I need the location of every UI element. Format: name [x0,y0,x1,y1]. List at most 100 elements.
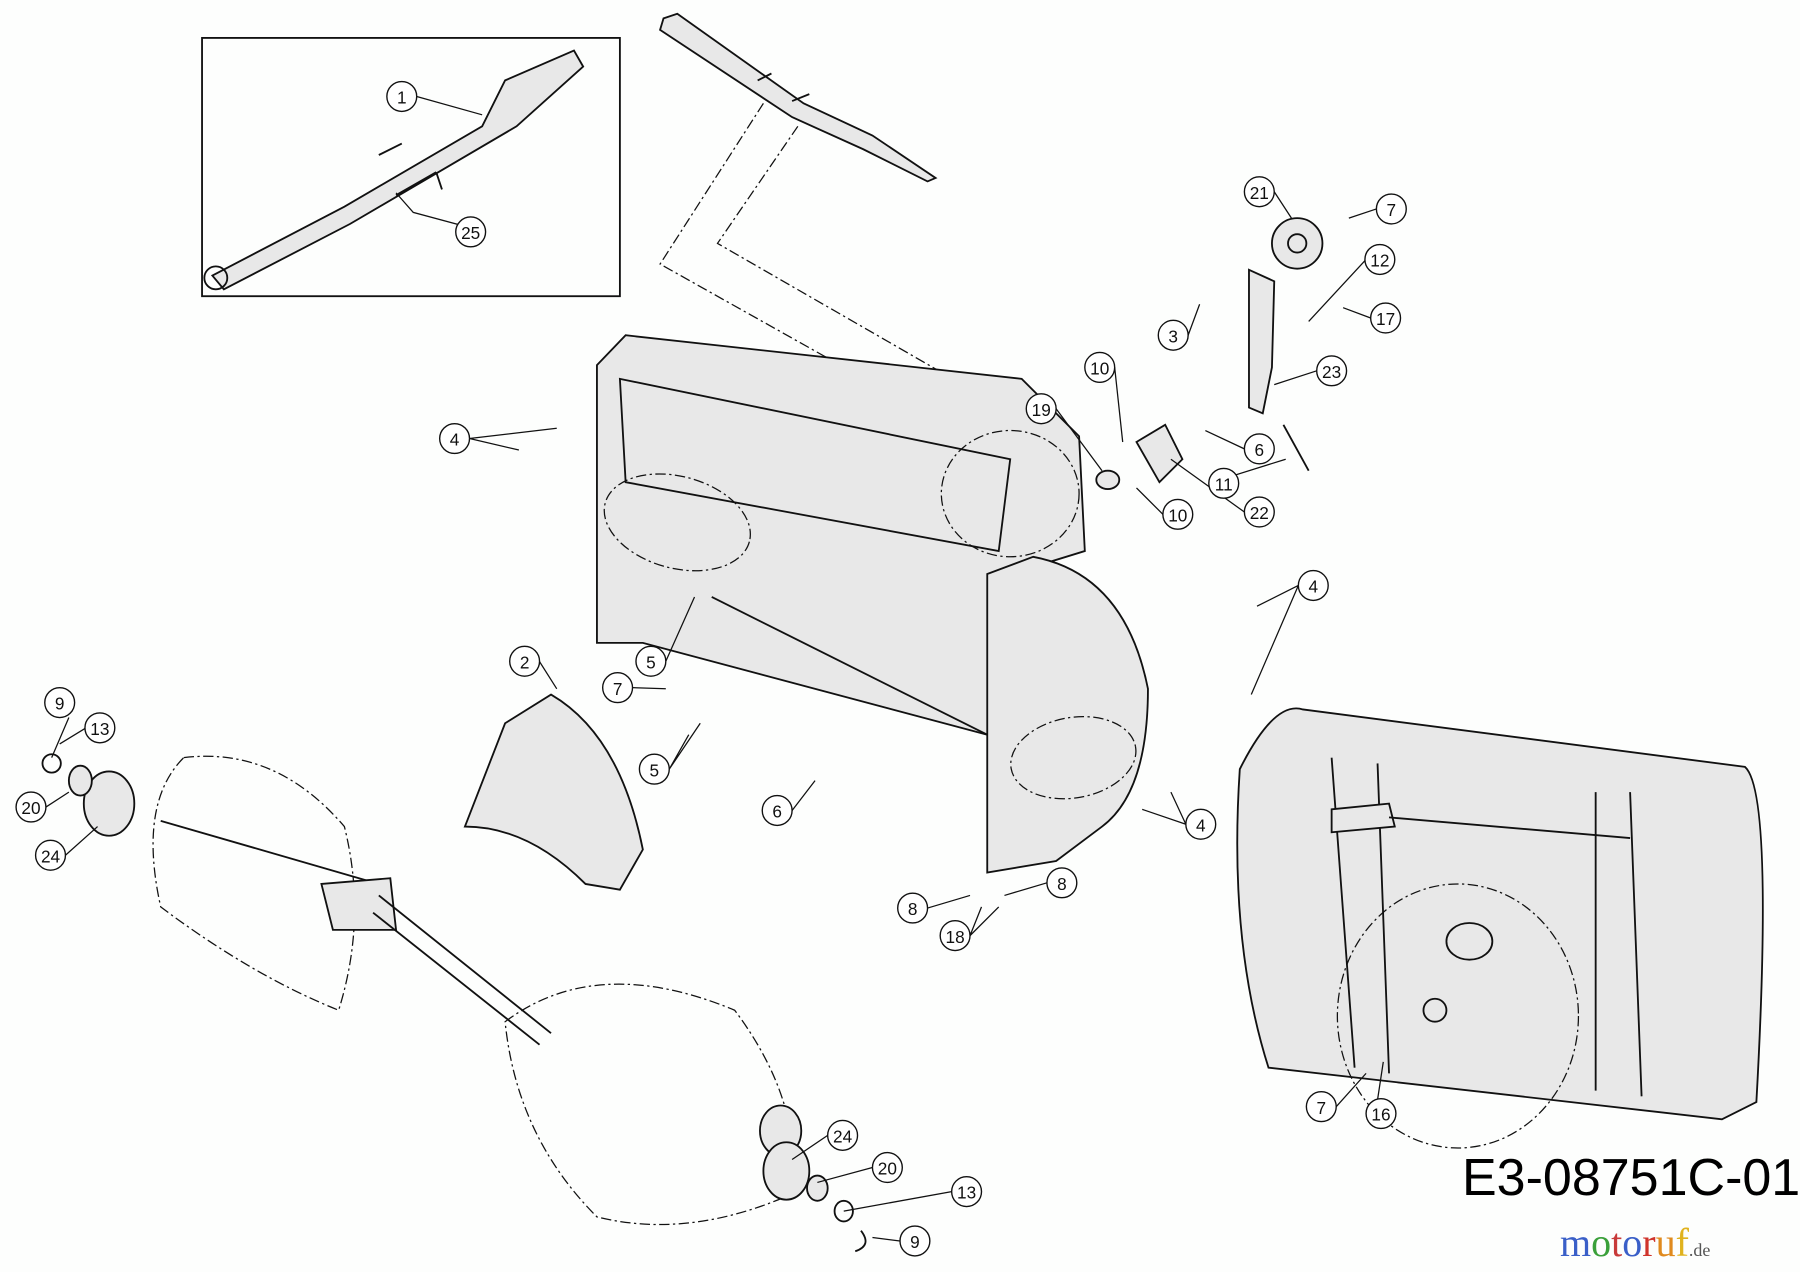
callout-circle [1365,1097,1397,1130]
callout-7: 7 [601,672,634,704]
callout-number: 4 [1308,577,1318,597]
watermark-letter: t [1611,1220,1623,1265]
callout-21: 21 [1243,176,1275,208]
callout-10: 10 [1084,351,1116,383]
right-hub-parts [762,1141,867,1253]
auger-left [152,755,398,1012]
callout-circle [1243,433,1275,465]
auger-housing [596,334,1149,874]
watermark-letter: f [1675,1220,1689,1265]
callout-24: 24 [826,1119,859,1151]
callout-19: 19 [1025,393,1057,425]
callout-circle [1162,498,1194,530]
callout-number: 4 [450,430,460,450]
callout-number: 18 [946,927,965,947]
watermark-logo: motoruf.de [1560,1220,1710,1272]
callout-8: 8 [1046,867,1078,899]
callout-circle [1375,193,1407,225]
callout-3: 3 [1157,319,1189,351]
callout-10: 10 [1162,498,1194,530]
callout-16: 16 [1365,1097,1397,1130]
callout-number: 10 [1168,505,1187,525]
callout-circle [939,920,971,952]
callout-number: 12 [1370,251,1389,271]
callout-13: 13 [950,1176,983,1208]
callout-circle [1025,393,1057,425]
callout-17: 17 [1369,302,1402,334]
callout-8: 8 [897,892,929,924]
callout-circle [1208,467,1240,499]
callout-circle [871,1151,903,1184]
pulley-bracket-assembly [1095,217,1324,490]
callout-number: 5 [650,760,660,780]
callout-number: 8 [908,899,918,919]
callout-25: 25 [455,216,487,248]
callout-number: 10 [1090,359,1109,379]
callout-number: 20 [878,1159,897,1179]
callout-circle [1305,1091,1337,1123]
callout-13: 13 [84,712,116,744]
callout-circle [1297,569,1329,602]
callout-circle [1243,176,1275,208]
callout-11: 11 [1208,467,1240,499]
callout-5: 5 [638,753,670,785]
callout-number: 23 [1322,362,1341,382]
callout-circle [950,1176,983,1208]
callout-number: 25 [461,223,480,243]
callout-circle [1046,867,1078,899]
callout-4: 4 [438,422,471,455]
callout-number: 22 [1250,503,1269,523]
callout-circle [1243,496,1275,528]
callout-number: 2 [520,652,530,672]
callout-circle [826,1119,859,1151]
callout-5: 5 [635,645,667,677]
watermark-letter: r [1642,1220,1656,1265]
callout-9: 9 [44,686,76,719]
callout-4: 4 [1297,569,1329,602]
callout-circle [84,712,116,744]
callout-1: 1 [386,80,418,113]
callout-number: 17 [1376,309,1395,329]
callout-2: 2 [509,645,541,677]
callout-number: 9 [910,1232,920,1252]
callout-20: 20 [15,791,47,823]
callout-number: 6 [772,802,782,822]
drawing-code: E3-08751C-01 [1462,1149,1800,1207]
callout-number: 8 [1057,874,1067,894]
callout-circle [899,1225,931,1257]
callout-circle [1157,319,1189,351]
callout-number: 13 [957,1183,976,1203]
callout-circle [1364,243,1396,276]
leader-lines [45,95,1384,1242]
callout-number: 24 [41,846,61,866]
watermark-letter: o [1622,1220,1643,1265]
callout-24: 24 [34,839,67,871]
callout-number: 19 [1032,400,1051,420]
impeller [463,693,644,891]
inset-chute-rod-detail [201,36,621,298]
callout-6: 6 [761,794,793,827]
callout-18: 18 [939,920,971,952]
callout-circle [897,892,929,924]
chute-control-rod [659,12,938,183]
callout-circle [15,791,47,823]
callout-circle [1084,351,1116,383]
callout-9: 9 [899,1225,931,1257]
callout-number: 4 [1196,815,1206,835]
callout-number: 21 [1250,183,1269,203]
watermark-letter: o [1591,1220,1612,1265]
auger-right [504,983,803,1226]
callout-circle [635,645,667,677]
left-hub-parts [41,753,136,837]
callout-circle [44,686,76,719]
callout-circle [761,794,793,827]
watermark-suffix: .de [1688,1240,1711,1260]
callout-number: 11 [1215,474,1233,494]
callout-number: 7 [1387,200,1397,220]
callout-circle [1369,302,1402,334]
assembled-view [1236,707,1764,1149]
callout-number: 5 [646,652,656,672]
callout-number: 16 [1371,1105,1390,1125]
callout-number: 24 [833,1127,853,1147]
